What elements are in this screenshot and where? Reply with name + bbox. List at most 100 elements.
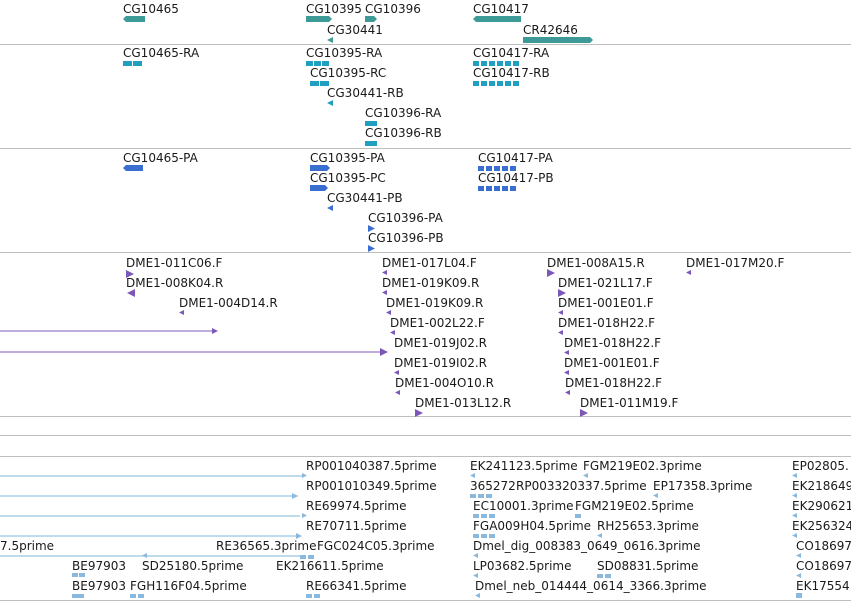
est-label[interactable]: RH25653.3prime <box>597 519 699 533</box>
est-glyph[interactable] <box>597 574 603 578</box>
transcript-exon[interactable] <box>481 81 487 86</box>
transcript-exon[interactable] <box>473 81 479 86</box>
gene-glyph[interactable] <box>306 16 332 22</box>
probe-glyph[interactable] <box>394 370 399 375</box>
est-glyph[interactable] <box>473 514 479 518</box>
probe-label[interactable]: DME1-013L12.R <box>415 396 512 410</box>
est-glyph[interactable] <box>489 534 495 538</box>
protein-glyph[interactable] <box>368 245 375 252</box>
est-glyph[interactable] <box>481 534 487 538</box>
transcript-exon[interactable] <box>505 81 511 86</box>
est-glyph[interactable] <box>478 494 484 498</box>
est-glyph[interactable] <box>473 573 478 578</box>
probe-label[interactable]: DME1-001E01.F <box>558 296 654 310</box>
probe-glyph[interactable] <box>564 370 569 375</box>
est-glyph[interactable] <box>314 594 320 598</box>
est-glyph[interactable] <box>306 594 312 598</box>
est-glyph[interactable] <box>597 533 602 538</box>
est-label[interactable]: FGC024C05.3prime <box>317 539 435 553</box>
est-label[interactable]: EK17554 <box>796 579 850 593</box>
gene-label[interactable]: CG10396 <box>365 2 421 16</box>
probe-label[interactable]: DME1-017L04.F <box>382 256 477 270</box>
est-glyph[interactable] <box>653 493 658 498</box>
protein-glyph[interactable] <box>502 186 508 191</box>
est-glyph[interactable] <box>605 574 611 578</box>
probe-label[interactable]: DME1-019K09.R <box>386 296 484 310</box>
est-label[interactable]: RP001010349.5prime <box>306 479 437 493</box>
transcript-exon[interactable] <box>123 61 132 66</box>
probe-label[interactable]: DME1-021L17.F <box>558 276 653 290</box>
transcript-exon[interactable] <box>314 61 321 66</box>
est-glyph[interactable] <box>473 534 479 538</box>
gene-label[interactable]: CG10395 <box>306 2 362 16</box>
protein-glyph[interactable] <box>510 186 516 191</box>
transcript-label[interactable]: CG10395-RA <box>306 46 383 60</box>
transcript-exon[interactable] <box>505 61 511 66</box>
probe-label[interactable]: DME1-018H22.F <box>564 336 662 350</box>
est-label[interactable]: EK256324 <box>792 519 851 533</box>
est-glyph[interactable] <box>792 493 797 498</box>
est-glyph[interactable] <box>302 513 307 518</box>
est-label[interactable]: Dmel_dig_008383_0649_0616.3prime <box>473 539 701 553</box>
est-label[interactable]: EK241123.5prime <box>470 459 578 473</box>
est-glyph[interactable] <box>792 533 797 538</box>
protein-glyph[interactable] <box>310 185 328 191</box>
probe-glyph[interactable] <box>395 390 400 395</box>
gene-glyph[interactable] <box>473 16 521 22</box>
transcript-exon[interactable] <box>322 61 329 66</box>
probe-glyph[interactable] <box>382 270 387 275</box>
probe-label[interactable]: DME1-001E01.F <box>564 356 660 370</box>
protein-glyph[interactable] <box>123 165 143 171</box>
est-label[interactable]: FGH116F04.5prime <box>130 579 247 593</box>
transcript-label[interactable]: CG10396-RA <box>365 106 442 120</box>
gene-label[interactable]: CG10465 <box>123 2 179 16</box>
est-glyph[interactable] <box>489 514 495 518</box>
est-label[interactable]: LP03682.5prime <box>473 559 572 573</box>
transcript-exon[interactable] <box>513 61 519 66</box>
probe-label[interactable]: DME1-002L22.F <box>390 316 485 330</box>
est-label[interactable]: EK218649 <box>792 479 851 493</box>
protein-glyph[interactable] <box>478 166 484 171</box>
transcript-label[interactable]: CG10465-RA <box>123 46 200 60</box>
protein-label[interactable]: CG10395-PA <box>310 151 385 165</box>
probe-glyph[interactable] <box>382 290 387 295</box>
est-label[interactable]: SD25180.5prime <box>142 559 244 573</box>
transcript-exon[interactable] <box>365 121 377 126</box>
est-label[interactable]: CO18697 <box>796 559 851 573</box>
est-glyph[interactable] <box>470 473 475 478</box>
transcript-exon[interactable] <box>489 61 495 66</box>
transcript-label[interactable]: CG10396-RB <box>365 126 442 140</box>
est-label[interactable]: 7.5prime <box>0 539 55 553</box>
probe-label[interactable]: DME1-018H22.F <box>565 376 663 390</box>
protein-glyph[interactable] <box>494 166 500 171</box>
transcript-exon[interactable] <box>481 61 487 66</box>
probe-glyph[interactable] <box>212 328 218 334</box>
probe-glyph[interactable] <box>558 289 566 297</box>
est-glyph[interactable] <box>792 473 797 478</box>
transcript-exon[interactable] <box>489 81 495 86</box>
gene-glyph[interactable] <box>123 16 145 22</box>
est-label[interactable]: RE66341.5prime <box>306 579 407 593</box>
est-glyph[interactable] <box>300 555 306 559</box>
est-glyph[interactable] <box>796 593 802 598</box>
transcript-label[interactable]: CG10417-RB <box>473 66 550 80</box>
probe-glyph[interactable] <box>547 269 555 277</box>
probe-glyph[interactable] <box>558 330 563 335</box>
protein-label[interactable]: CG10417-PA <box>478 151 553 165</box>
est-label[interactable]: EK216611.5prime <box>276 559 384 573</box>
probe-label[interactable]: DME1-019I02.R <box>394 356 488 370</box>
gene-glyph[interactable] <box>365 16 377 22</box>
probe-glyph[interactable] <box>580 409 588 417</box>
est-glyph[interactable] <box>72 594 84 598</box>
protein-glyph[interactable] <box>494 186 500 191</box>
est-label[interactable]: BE97903 <box>72 559 126 573</box>
est-label[interactable]: EC10001.3prime <box>473 499 574 513</box>
transcript-exon[interactable] <box>513 81 519 86</box>
probe-glyph[interactable] <box>390 330 395 335</box>
gene-glyph[interactable] <box>327 37 333 43</box>
probe-label[interactable]: DME1-008A15.R <box>547 256 645 270</box>
est-glyph[interactable] <box>142 553 147 558</box>
transcript-exon[interactable] <box>365 141 377 146</box>
transcript-exon[interactable] <box>497 81 503 86</box>
est-label[interactable]: EK290621 <box>792 499 851 513</box>
